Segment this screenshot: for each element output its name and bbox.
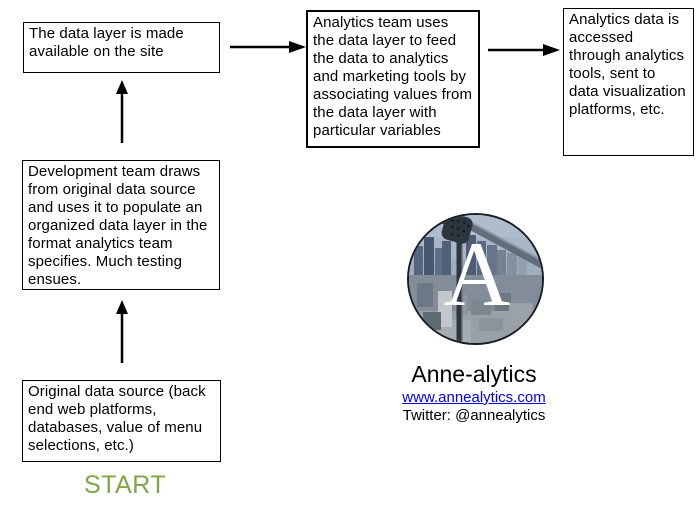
brand-block: Anne-alytics www.annealytics.com Twitter…: [374, 361, 574, 424]
flow-box-analytics-data-accessed: Analytics data is accessed through analy…: [563, 8, 694, 156]
brand-name: Anne-alytics: [411, 361, 537, 387]
flow-box-text: The data layer is made available on the …: [29, 25, 184, 60]
arrow-up-icon: [116, 80, 128, 143]
avatar-photo-city-skyline: A: [409, 215, 542, 343]
flow-box-text: Analytics team uses the data layer to fe…: [313, 14, 473, 139]
brand-twitter-handle: Twitter: @annealytics: [402, 407, 546, 424]
flow-box-development-team: Development team draws from original dat…: [22, 160, 220, 290]
avatar: A: [407, 213, 544, 345]
flow-box-text: Analytics data is accessed through analy…: [569, 11, 686, 118]
arrow-up-icon: [116, 300, 128, 363]
brand-website-link[interactable]: www.annealytics.com: [402, 389, 546, 406]
flow-box-text: Original data source (back end web platf…: [28, 383, 206, 454]
flow-box-analytics-team: Analytics team uses the data layer to fe…: [306, 10, 480, 148]
flow-box-text: Development team draws from original dat…: [28, 163, 208, 288]
flow-box-original-data-source: Original data source (back end web platf…: [22, 380, 221, 462]
avatar-letter: A: [444, 223, 510, 325]
start-label: START: [84, 471, 167, 499]
arrow-right-icon: [488, 44, 560, 56]
arrow-right-icon: [230, 41, 306, 53]
flow-box-data-layer-available: The data layer is made available on the …: [23, 22, 220, 73]
